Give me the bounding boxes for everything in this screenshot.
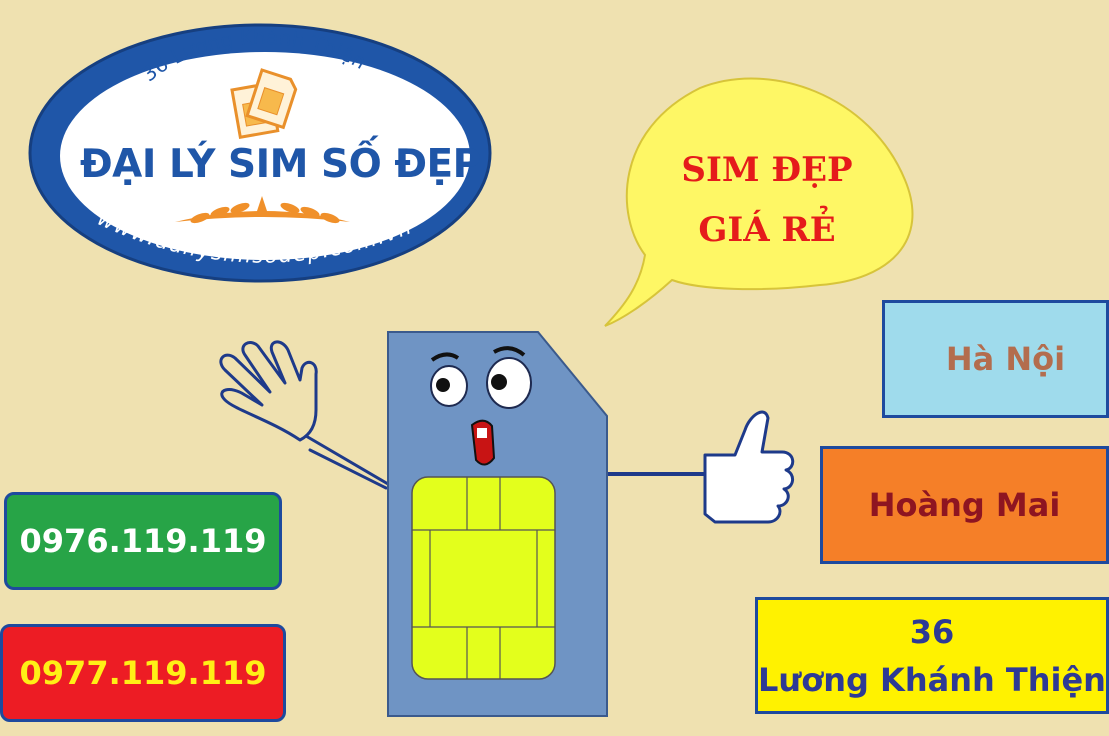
wheat-ornament-icon	[175, 196, 350, 224]
phone-number-1[interactable]: 0976.119.119	[4, 492, 282, 590]
bubble-line-1: SIM ĐẸP	[681, 150, 853, 190]
waving-hand-icon	[219, 340, 390, 490]
sim-character	[387, 331, 608, 717]
address-label: 36 Lương Khánh Thiện	[755, 597, 1109, 714]
logo-title: ĐẠI LÝ SIM SỐ ĐẸP	[80, 142, 481, 187]
bubble-line-2: GIÁ RẺ	[698, 210, 836, 250]
thumbs-up-icon	[607, 410, 795, 524]
address-number: 36	[909, 612, 955, 651]
district-label: Hoàng Mai	[820, 446, 1109, 564]
logo-badge: 36 Lương Khánh Thiện www.dailysimsodep.c…	[28, 23, 492, 283]
city-label: Hà Nội	[882, 300, 1109, 418]
sim-card-icon	[230, 68, 298, 140]
phone-number-2[interactable]: 0977.119.119	[0, 624, 286, 722]
bubble-slogan: SIM ĐẸP GIÁ RẺ	[652, 140, 882, 260]
speech-bubble-icon	[604, 77, 914, 327]
address-street: Lương Khánh Thiện	[758, 660, 1106, 699]
